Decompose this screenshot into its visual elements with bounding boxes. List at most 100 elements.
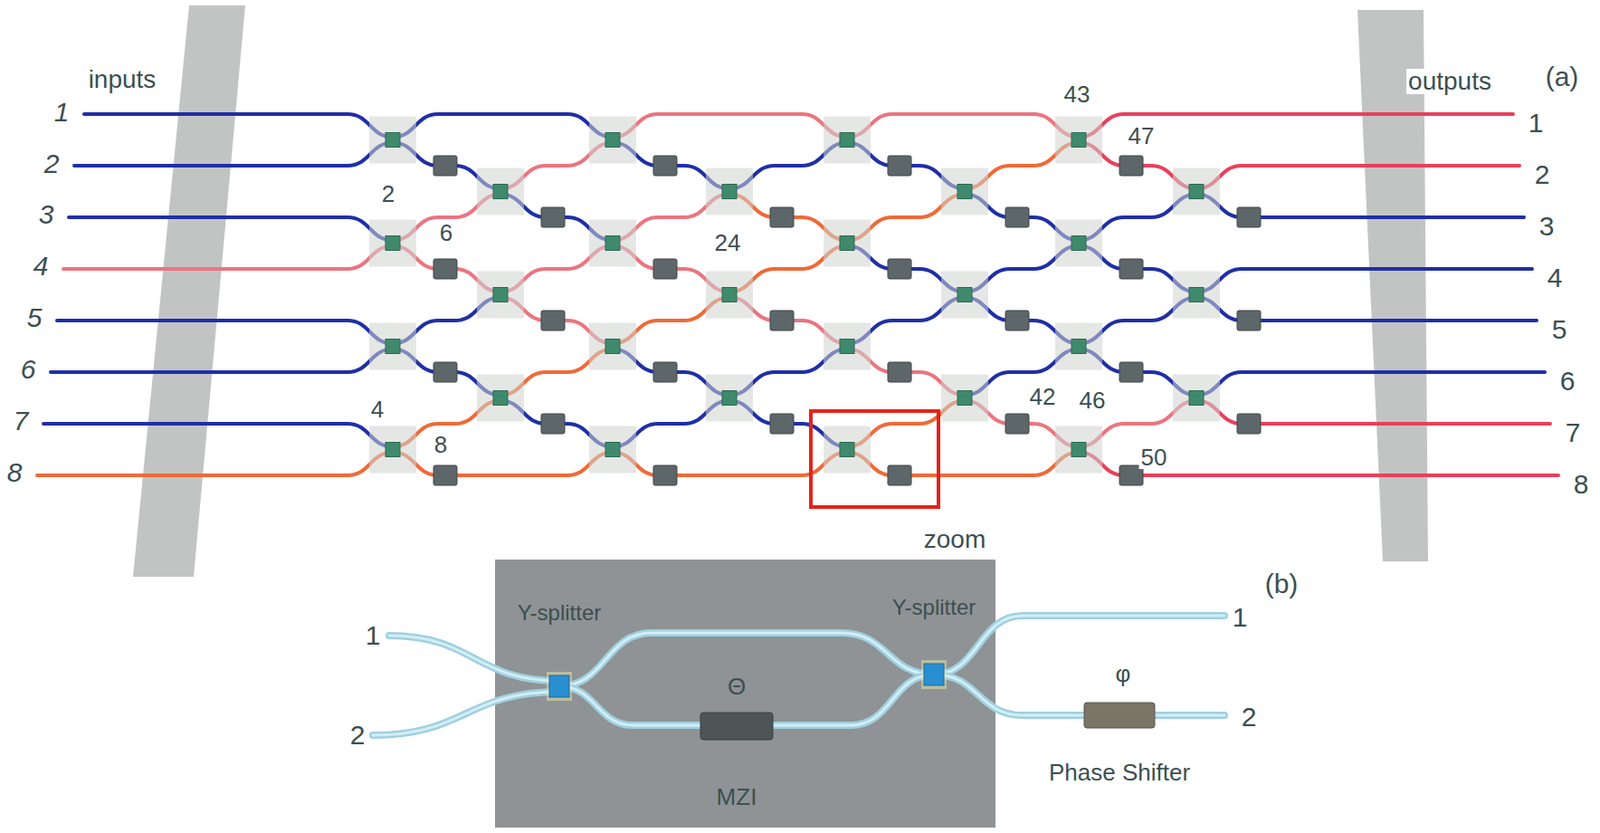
name: zoom — [922, 526, 988, 553]
port-number: 4 — [33, 252, 49, 280]
callout-number: 46 — [1077, 388, 1108, 412]
coupler — [1071, 133, 1086, 148]
coupler-pad — [705, 374, 753, 422]
callout-number: 24 — [713, 230, 743, 255]
coupler-pad — [476, 271, 524, 319]
coupler-pad — [823, 116, 871, 164]
port-number: 3 — [38, 200, 55, 229]
coupler — [722, 184, 737, 200]
callout-number: 8 — [432, 432, 449, 457]
y-splitter — [923, 663, 944, 686]
waveguide — [68, 217, 393, 241]
callout-number: 42 — [1028, 384, 1058, 409]
waveguide-core — [372, 691, 560, 735]
phase-shifter — [887, 465, 912, 486]
splitter-pad — [546, 671, 572, 701]
splitter-pad — [921, 659, 947, 689]
waveguide — [372, 691, 560, 735]
phase-shifter — [433, 155, 458, 176]
coupler — [957, 390, 972, 406]
port-number: 3 — [1539, 212, 1555, 240]
coupler — [385, 133, 400, 148]
coupler — [839, 133, 855, 148]
panel-tag: (b) — [1263, 570, 1301, 598]
coupler-pad — [369, 426, 417, 474]
coupler-pad — [1055, 323, 1103, 371]
coupler-pad — [823, 219, 871, 267]
port-number: 4 — [1547, 264, 1563, 292]
waveguide-core — [559, 632, 934, 686]
name: outputs — [1406, 68, 1494, 95]
coupler — [722, 390, 737, 406]
port-number: 1 — [1528, 109, 1544, 137]
port-number: 1 — [54, 98, 70, 126]
phase-shifter — [653, 258, 677, 279]
phase-shifter — [1084, 702, 1155, 728]
coupler-pad — [941, 168, 989, 216]
component-name: MZI — [716, 784, 758, 809]
waveguide — [1196, 371, 1545, 396]
phase-shifter — [887, 258, 912, 279]
coupler — [1071, 236, 1086, 251]
waveguide — [1196, 165, 1520, 190]
coupler — [839, 236, 855, 251]
port-number: 5 — [27, 304, 43, 332]
phase-shifter — [770, 207, 794, 228]
coupler-pad — [369, 219, 417, 267]
phase-shifter — [653, 361, 677, 382]
phase-shifter — [433, 361, 458, 382]
port-number: 1 — [1230, 603, 1250, 631]
coupler-pad — [1172, 168, 1220, 216]
port-number: 8 — [7, 458, 23, 486]
port-number: 8 — [1573, 470, 1590, 498]
port-number: 2 — [348, 721, 368, 749]
waveguide — [1196, 268, 1533, 293]
port-number: 6 — [20, 355, 37, 383]
port-number: 7 — [1565, 419, 1581, 447]
coupler-pad — [476, 168, 524, 216]
component-name: Phase Shifter — [1047, 760, 1192, 784]
port-number: 7 — [13, 407, 29, 435]
chip-panel — [495, 559, 996, 828]
coupler — [722, 287, 737, 303]
coupler-pad — [823, 426, 871, 474]
coupler-pad — [941, 374, 989, 422]
y-splitter — [549, 675, 570, 697]
waveguides — [37, 114, 1559, 476]
waveguide-core — [389, 635, 560, 681]
phase-shifter — [887, 155, 912, 176]
phase-shifter — [653, 155, 677, 176]
coupler — [605, 339, 620, 354]
phase-shifter — [541, 310, 565, 331]
waveguide — [933, 615, 1225, 675]
coupler-pad — [823, 323, 871, 371]
phase-shifter — [770, 310, 794, 331]
waveguide — [63, 246, 393, 270]
coupler — [385, 339, 400, 354]
phase-shifter — [541, 207, 565, 228]
callout-number: 4 — [369, 397, 386, 421]
phase-shifter — [1237, 310, 1261, 331]
phase-shifter — [433, 258, 458, 279]
coupler — [385, 236, 400, 251]
symbol: Θ — [727, 674, 746, 698]
coupler-pad — [1172, 271, 1220, 319]
coupler-pad — [941, 271, 989, 319]
coupler-pad — [369, 116, 417, 164]
mzi-waveguides — [372, 615, 1225, 740]
coupler — [839, 442, 855, 458]
coupler-pad — [589, 323, 637, 371]
waveguide — [389, 635, 560, 681]
coupler — [605, 442, 620, 458]
port-number: 2 — [44, 150, 60, 178]
coupler — [493, 184, 508, 200]
waveguide — [1196, 112, 1514, 116]
waveguide — [559, 632, 934, 686]
coupler-pad — [589, 116, 637, 164]
callout-number: 6 — [438, 220, 455, 245]
coupler-pad — [476, 374, 524, 422]
phase-shifter — [1005, 413, 1029, 434]
phase-shifter — [1119, 361, 1143, 382]
couplers — [369, 116, 1261, 486]
